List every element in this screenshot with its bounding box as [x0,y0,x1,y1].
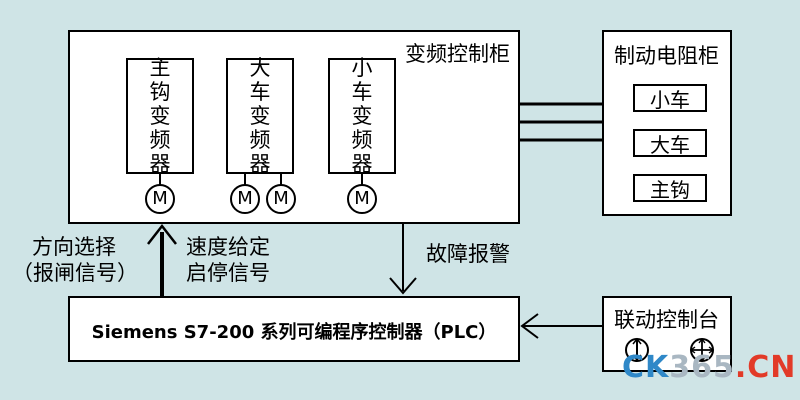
watermark-logo: CK365.CN [622,350,797,385]
speed-signal-label: 速度给定 启停信号 [186,235,270,285]
brake-item-hook: 主钩 [633,174,707,202]
multi-direction-joystick-icon [689,337,715,363]
linkage-console: 联动控制台 [602,296,732,372]
joystick-icon [625,337,649,362]
motor-stem [159,174,161,186]
brake-cabinet-title: 制动电阻柜 [614,44,719,68]
motor-stem [244,174,246,186]
inverter-trolley: 小 车 变 频 器 [328,56,396,176]
motor-icon: M [266,184,296,214]
motor-stem [361,174,363,186]
brake-item-crane: 大车 [633,129,707,157]
motor-stem [280,174,282,186]
console-title: 联动控制台 [614,308,719,332]
control-arrow-head [147,223,177,245]
console-arrow-head [520,313,539,339]
vfd-cabinet: 变频控制柜 主 钩 变 频 器 M 大 车 变 频 器 M M 小 车 变 频 … [68,30,520,224]
plc-controller: Siemens S7-200 系列可编程序控制器（PLC） [68,296,520,362]
brake-item-trolley: 小车 [633,84,707,112]
motor-icon: M [145,184,175,214]
plc-label: Siemens S7-200 系列可编程序控制器（PLC） [91,322,497,343]
direction-signal-label: 方向选择 （报闸信号） [12,235,138,285]
fault-alarm-label: 故障报警 [426,242,510,266]
motor-icon: M [230,184,260,214]
brake-resistor-cabinet: 制动电阻柜 小车 大车 主钩 [602,30,732,216]
inverter-main-hook: 主 钩 变 频 器 [126,56,194,176]
motor-icon: M [347,184,377,214]
fault-arrow-head [389,277,417,295]
vfd-cabinet-title: 变频控制柜 [405,42,510,66]
inverter-crane: 大 车 变 频 器 [226,56,294,176]
